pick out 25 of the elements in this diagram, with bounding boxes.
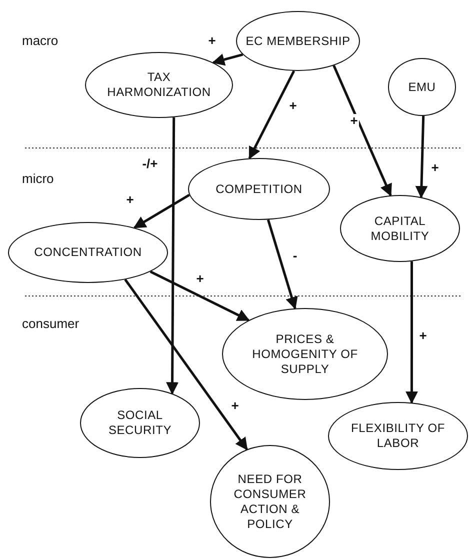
arrow	[166, 117, 179, 395]
level-label: consumer	[22, 316, 80, 331]
node-label: EC MEMBERSHIP	[246, 34, 350, 48]
arrow	[405, 261, 418, 404]
node-label: NEED FOR CONSUMER ACTION & POLICY	[232, 472, 308, 532]
edge-label: -/+	[141, 156, 159, 170]
node-label: EMU	[408, 80, 436, 94]
arrow	[133, 194, 190, 229]
node-label: CONCENTRATION	[34, 245, 142, 260]
edge-label: +	[349, 114, 359, 126]
node-label: PRICES & HOMOGENITY OF SUPPLY	[251, 332, 359, 376]
node-label: SOCIAL SECURITY	[107, 408, 173, 438]
arrow	[266, 219, 298, 310]
arrow	[124, 278, 248, 450]
node-label: TAX HARMONIZATION	[106, 70, 212, 100]
arrow	[212, 53, 244, 66]
level-label: macro	[22, 33, 58, 48]
node-label: FLEXIBILITY OF LABOR	[350, 421, 446, 451]
node-label: CAPITAL MOBILITY	[370, 214, 430, 244]
node-label: COMPETITION	[216, 182, 302, 196]
arrow	[415, 116, 428, 198]
level-label: micro	[22, 171, 54, 186]
arrow	[248, 70, 296, 160]
arrow	[150, 270, 250, 322]
arrow	[332, 65, 392, 197]
